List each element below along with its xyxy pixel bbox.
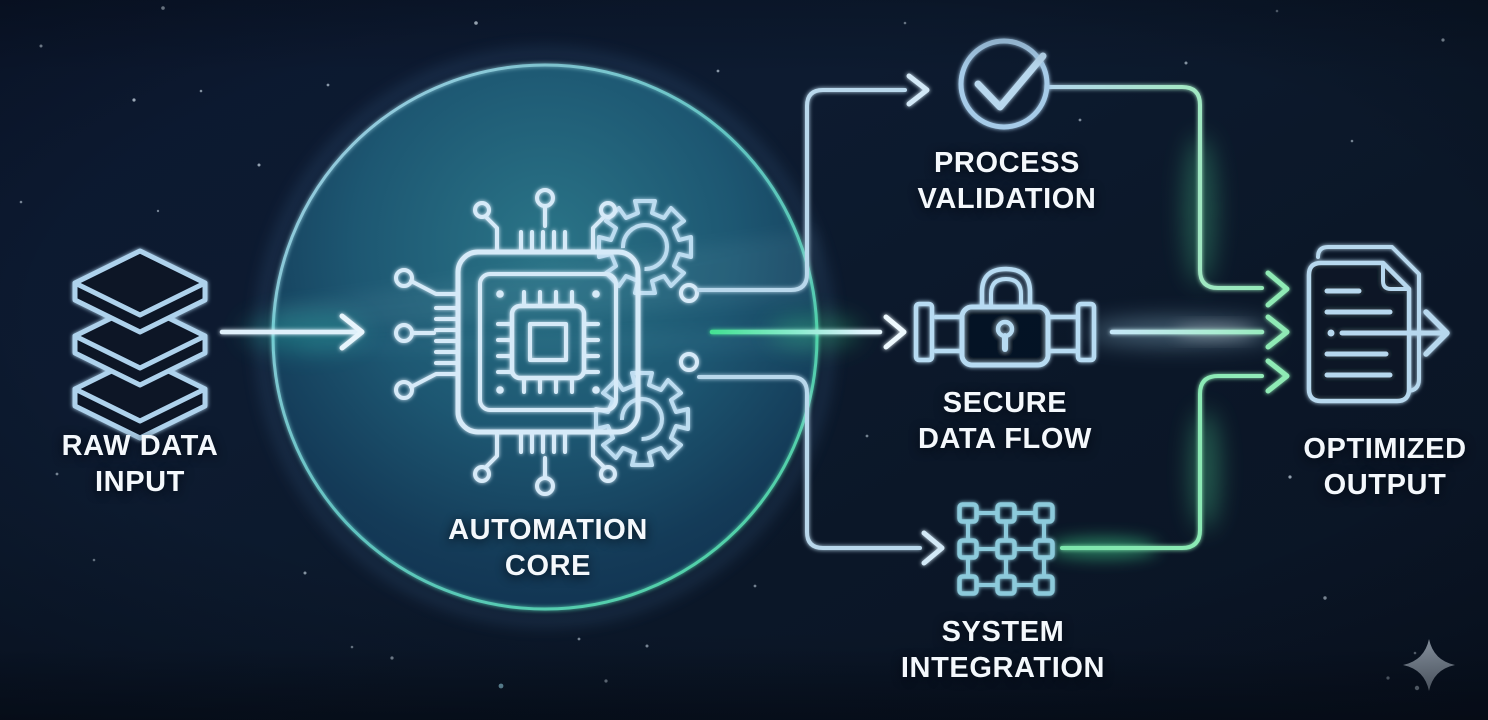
- four-point-sparkle-icon: [1403, 639, 1455, 691]
- label-line: CORE: [504, 550, 592, 582]
- grid-connectors: [966, 511, 1046, 587]
- label-line: VALIDATION: [917, 183, 1097, 215]
- layers-stack-icon: [72, 248, 208, 441]
- label-system-integration: SYSTEM INTEGRATION: [833, 614, 1173, 686]
- label-raw-data-input: RAW DATA INPUT: [0, 428, 310, 500]
- label-line: OUTPUT: [1323, 469, 1447, 501]
- arrowhead-icon: [1265, 270, 1290, 308]
- label-secure-data-flow: SECURE DATA FLOW: [835, 385, 1175, 457]
- lock-shackle: [989, 277, 1023, 309]
- check-circle-icon: [958, 38, 1050, 130]
- network-grid-icon: [957, 502, 1055, 596]
- arrowhead-icon: [906, 73, 930, 107]
- arrowhead-icon: [1265, 358, 1290, 394]
- label-line: INTEGRATION: [900, 652, 1106, 684]
- label-automation-core: AUTOMATION CORE: [378, 512, 718, 584]
- padlock-pipeline-icon: [913, 266, 1097, 368]
- label-line: AUTOMATION: [448, 514, 648, 546]
- label-line: PROCESS: [933, 147, 1080, 179]
- label-line: SYSTEM: [941, 616, 1065, 648]
- checkmark-icon: [974, 52, 1047, 111]
- label-line: RAW DATA: [61, 430, 219, 462]
- arrowhead-icon: [921, 530, 945, 566]
- label-line: OPTIMIZED: [1303, 433, 1467, 465]
- label-optimized-output: OPTIMIZED OUTPUT: [1215, 431, 1488, 503]
- grid-nodes: [957, 502, 1055, 596]
- label-line: SECURE: [942, 387, 1068, 419]
- label-line: DATA FLOW: [918, 423, 1092, 455]
- label-line: INPUT: [95, 466, 185, 498]
- label-process-validation: PROCESS VALIDATION: [837, 145, 1177, 217]
- arrowhead-icon: [883, 314, 907, 350]
- document-arrow-icon: [1306, 245, 1450, 404]
